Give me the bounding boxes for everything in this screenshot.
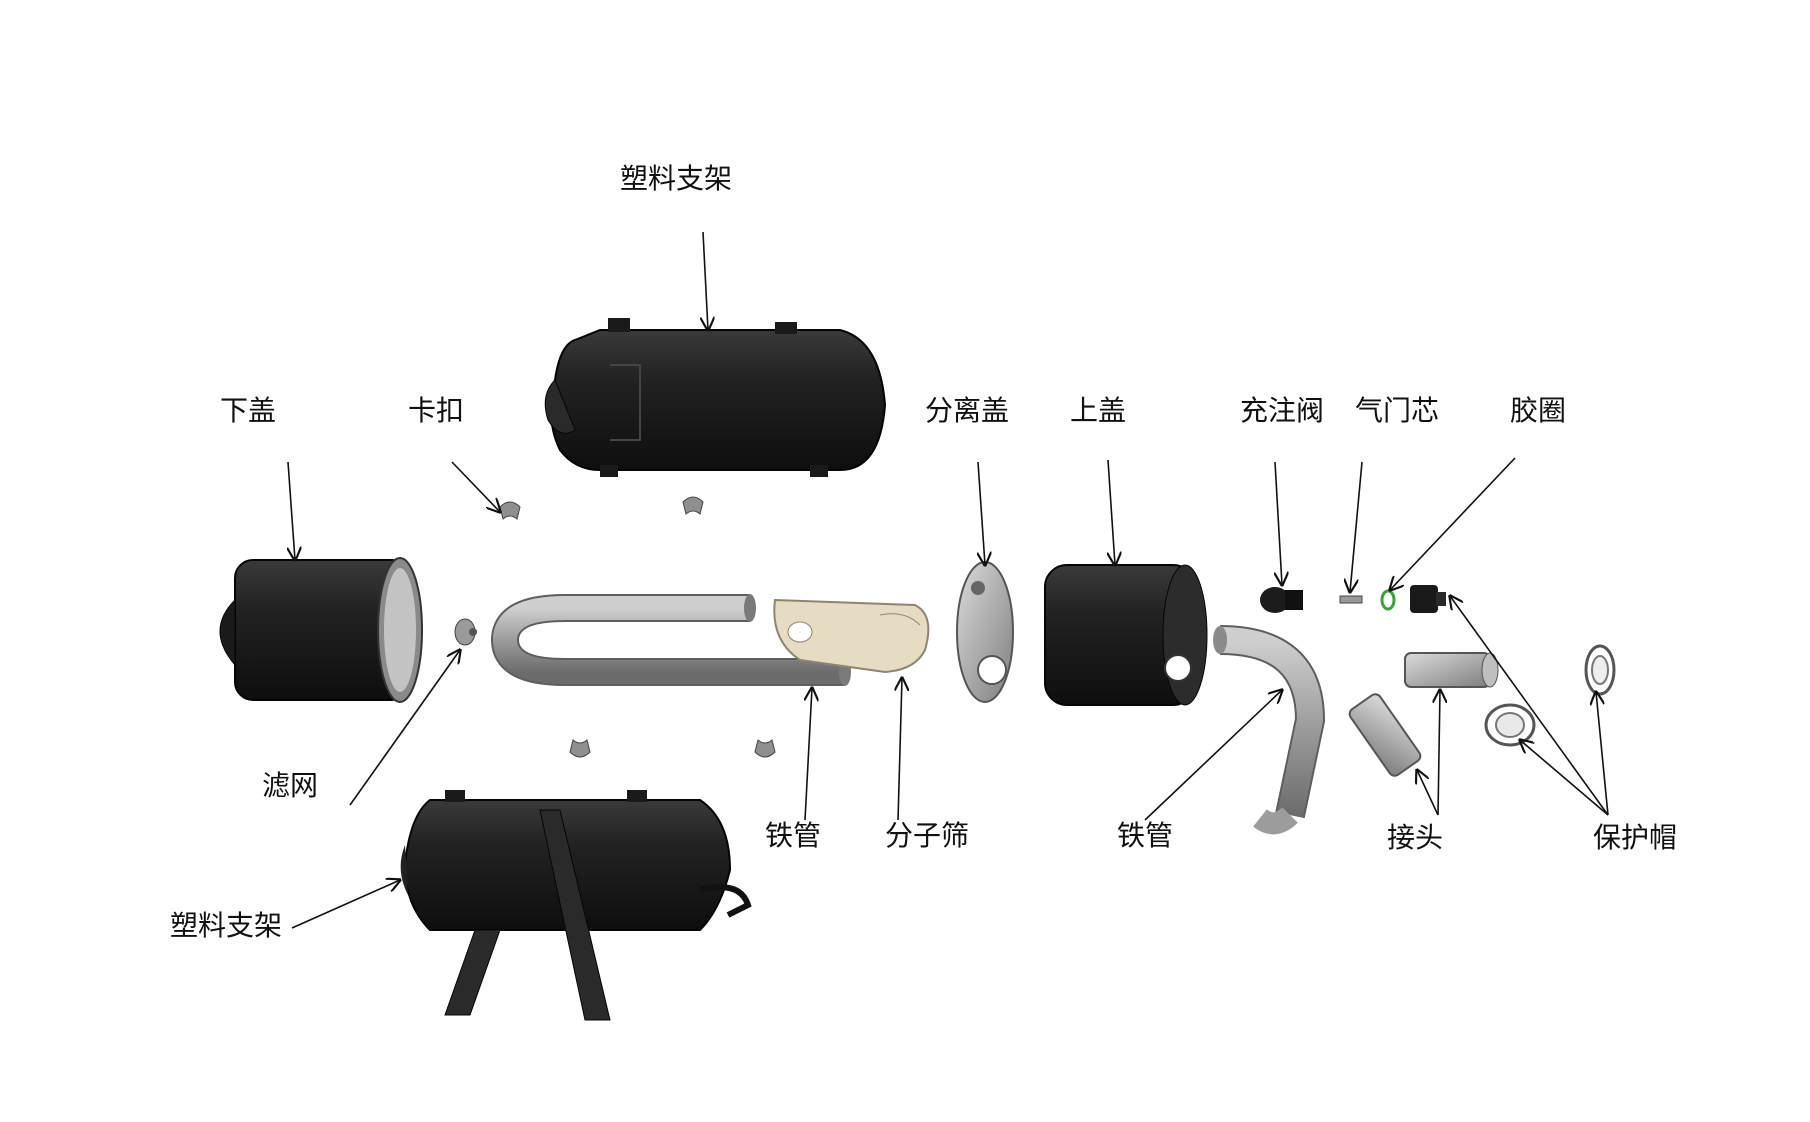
label-plastic-bracket-bottom: 塑料支架 [170,909,282,942]
label-connector: 接头 [1387,821,1443,854]
labels: 塑料支架 下盖 卡扣 分离盖 上盖 充注阀 气门芯 胶圈 滤网 铁管 分子筛 铁… [170,162,1677,942]
label-clip: 卡扣 [408,394,464,427]
label-filter-screen: 滤网 [262,769,318,802]
label-upper-cover: 上盖 [1070,394,1126,427]
fill-valve-part [1260,587,1303,613]
filter-screen-part [454,618,477,646]
valve-core-part [1339,595,1363,604]
iron-pipe-left-part [490,594,851,686]
upper-cover-part [1044,564,1208,706]
label-plastic-bracket-top: 塑料支架 [620,162,732,195]
label-iron-pipe-left: 铁管 [765,819,821,852]
connector-parts [1348,652,1499,777]
clips-parts [499,496,776,758]
protective-cap-parts [1484,644,1616,747]
label-fill-valve: 充注阀 [1240,394,1324,427]
label-iron-pipe-right: 铁管 [1117,819,1173,852]
label-protective-cap: 保护帽 [1593,821,1677,854]
rubber-ring-part [1380,589,1396,611]
black-cap-part [1410,585,1446,613]
label-lower-cover: 下盖 [220,394,276,427]
plastic-bracket-bottom-part [400,790,752,1021]
label-separator-cover: 分离盖 [925,394,1009,427]
leader-arrows [288,231,1609,929]
label-valve-core: 气门芯 [1355,394,1439,427]
molecular-sieve-part [773,598,930,674]
lower-cover-part [219,557,423,703]
plastic-bracket-top-part [544,318,887,477]
separator-cover-part [956,561,1014,703]
label-molecular-sieve: 分子筛 [885,819,969,852]
iron-pipe-right-part [1213,625,1326,835]
label-rubber-ring: 胶圈 [1510,394,1566,427]
